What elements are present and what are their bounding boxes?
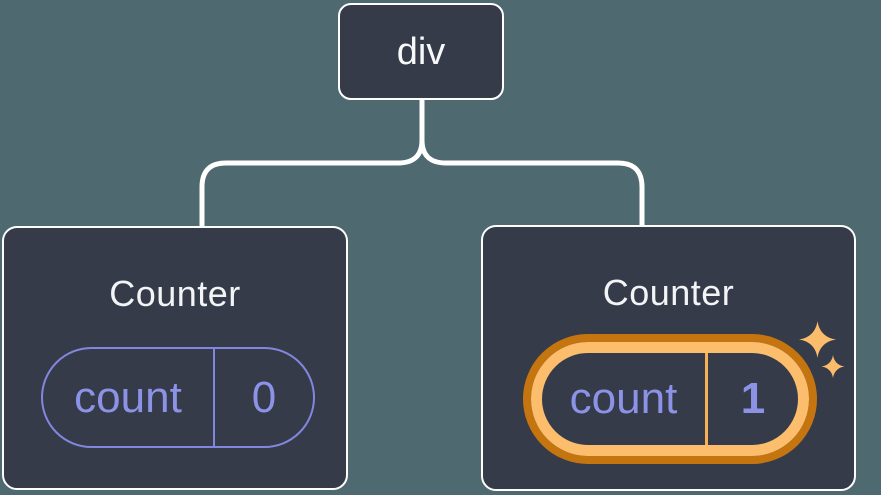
component-title: Counter [602,272,735,313]
state-value: 1 [740,374,766,423]
edge-root-to-left-counter [199,100,425,227]
counter-node-right: Counter count 1 [481,225,856,491]
state-name: count [542,353,708,445]
edge-root-to-right-counter [419,100,645,227]
root-node-label: div [396,30,446,73]
component-title: Counter [109,273,241,314]
sparkle-small [821,355,845,378]
counter-node-left: Counter count 0 [2,226,348,490]
root-node-div: div [338,3,504,100]
sparkles-icon [799,321,845,378]
state-pill: count 0 [41,347,315,448]
sparkle-large [799,321,836,358]
state-name: count [43,349,215,446]
state-pill-highlighted: count 1 [523,334,817,464]
state-value: 0 [251,372,277,422]
